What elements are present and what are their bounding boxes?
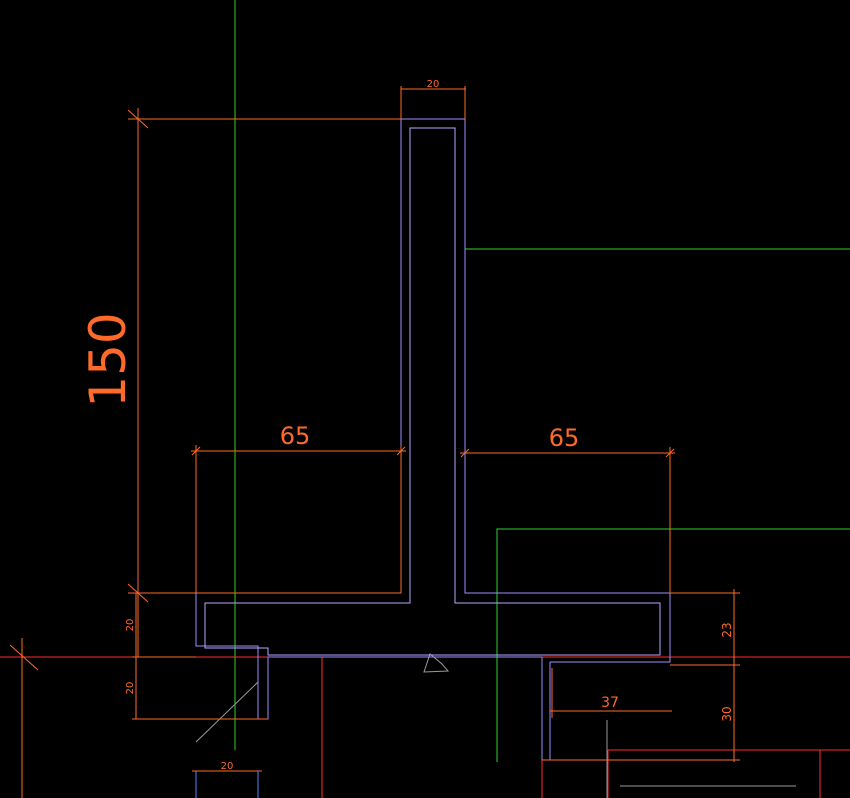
label-flange-thickness: 20 bbox=[125, 619, 136, 632]
dim-left65-tick-left bbox=[191, 446, 201, 456]
label-right-lower-height: 30 bbox=[720, 706, 734, 721]
grey-triangle bbox=[423, 653, 450, 673]
label-top-width: 20 bbox=[427, 79, 440, 90]
label-left-overhang: 65 bbox=[280, 422, 311, 450]
label-right-overhang: 65 bbox=[549, 424, 580, 452]
grey-diagonal bbox=[195, 681, 259, 743]
grey-details bbox=[195, 653, 796, 798]
label-lower-left-height: 20 bbox=[125, 682, 136, 695]
dim-far-left-tick bbox=[9, 644, 39, 671]
axis-lines bbox=[234, 0, 850, 762]
dim-height-tick-top bbox=[127, 109, 149, 129]
dim-left65-tick-right bbox=[396, 446, 406, 456]
label-right-inner-width: 37 bbox=[601, 695, 619, 711]
label-bottom-width: 20 bbox=[221, 761, 234, 772]
label-right-step-height: 23 bbox=[720, 622, 734, 637]
dim-right65-tick-left bbox=[460, 448, 470, 458]
dim-right65-tick-right bbox=[665, 448, 675, 458]
axis-lower-right bbox=[496, 528, 850, 762]
inner-outline bbox=[204, 127, 661, 656]
dimension-lines bbox=[9, 86, 740, 798]
dim-height-tick-bottom bbox=[127, 583, 149, 603]
dimension-labels: 20 150 65 65 20 20 20 23 30 37 bbox=[79, 79, 734, 772]
label-overall-height: 150 bbox=[79, 312, 137, 407]
